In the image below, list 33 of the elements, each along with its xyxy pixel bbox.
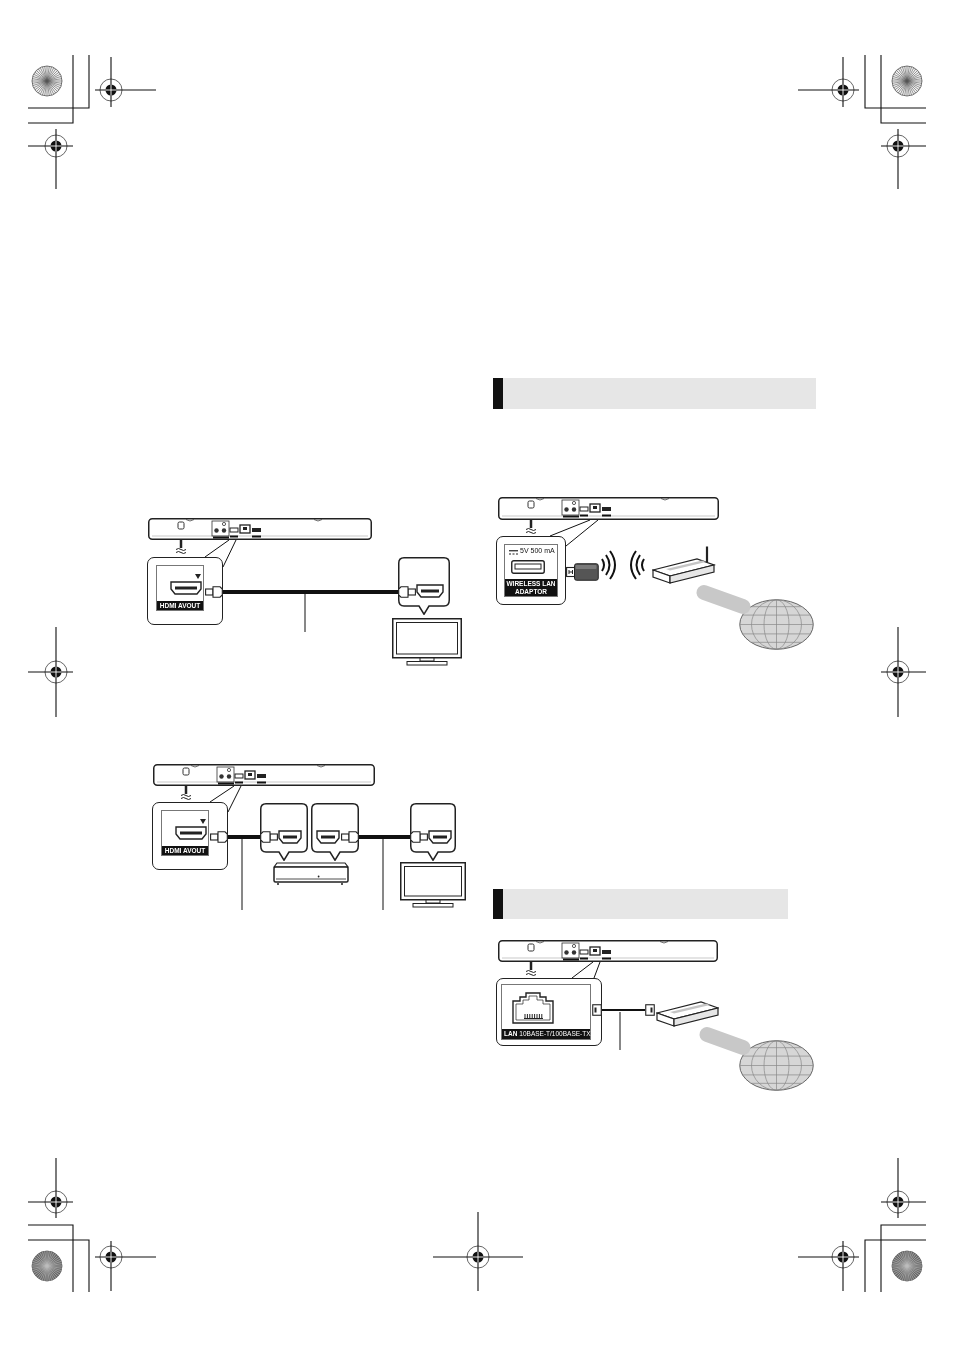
callout-panel: [152, 802, 228, 870]
router-drawing: [652, 546, 716, 585]
zoom-line: [549, 519, 591, 537]
connection-band: [699, 1027, 751, 1055]
hdmi-cable: [228, 835, 260, 839]
zoom-line: [571, 961, 594, 979]
globe-drawing: [739, 599, 814, 650]
player-drawing: [153, 764, 375, 786]
usb-dongle-drawing: [566, 563, 599, 581]
connector-callout: [260, 803, 308, 861]
hdmi-cable: [359, 835, 410, 839]
hdmi-cable: [223, 590, 398, 594]
connector-callout: [410, 803, 456, 861]
player-drawing: [148, 518, 372, 540]
amplifier-drawing: [273, 862, 349, 886]
player-drawing: [498, 497, 719, 520]
zoom-line: [209, 785, 235, 803]
zoom-line: [593, 961, 601, 979]
connector-callout: [311, 803, 359, 861]
zoom-line: [565, 519, 599, 547]
callout-panel: [496, 978, 602, 1046]
callout-panel: [147, 557, 223, 625]
globe-drawing: [739, 1040, 814, 1091]
network-cable: [601, 1009, 646, 1011]
tv-drawing: [392, 618, 462, 666]
connector-callout: [398, 557, 450, 615]
zoom-line: [204, 539, 230, 558]
connection-band: [696, 585, 751, 614]
player-drawing: [498, 940, 718, 962]
tv-drawing: [400, 862, 466, 908]
zoom-line: [227, 785, 242, 813]
callout-panel: [496, 536, 566, 605]
zoom-line: [222, 539, 237, 568]
